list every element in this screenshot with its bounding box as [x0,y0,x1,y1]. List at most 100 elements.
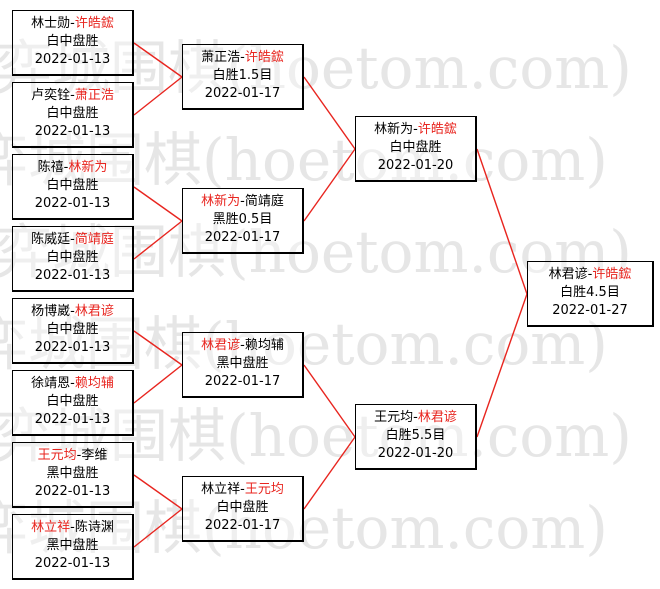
round1-match-box: 陈威廷-简靖庭白中盘胜 2022-01-13 [12,226,134,292]
player-separator: - [240,338,245,353]
player-name: 卢奕铨 [31,88,71,103]
player-name: 简靖庭 [74,232,114,247]
match-date: 2022-01-17 [204,230,281,245]
player-name: 许皓鋐 [417,122,457,137]
match-players: 卢奕铨-萧正浩 [13,87,132,105]
player-name: 王元均 [374,410,414,425]
player-name: 陈威廷 [31,232,71,247]
match-result: 黑中盘胜 [46,466,99,481]
player-name: 赖均辅 [74,376,114,391]
match-players: 陈威廷-简靖庭 [13,231,132,249]
match-result: 白中盘胜 [46,394,99,409]
player-name: 林君谚 [417,410,457,425]
connector-line [476,293,528,438]
connector-line [303,76,356,150]
connector-line [133,330,183,366]
connector-line [133,186,183,222]
player-separator: - [240,50,245,65]
match-date: 2022-01-13 [34,556,111,571]
player-name: 徐靖恩 [31,376,71,391]
match-date: 2022-01-27 [552,303,628,318]
match-date: 2022-01-20 [377,158,454,173]
match-result: 白中盘胜 [46,322,99,337]
player-name: 许皓鋐 [244,50,284,65]
player-name: 许皓鋐 [592,267,632,282]
match-players: 林士勋-许皓鋐 [13,15,132,33]
match-result: 白中盘胜 [389,140,442,155]
match-players: 徐靖恩-赖均辅 [13,375,132,393]
match-result: 黑中盘胜 [46,538,99,553]
match-players: 王元均-李维 [13,447,132,465]
match-result: 白胜4.5目 [560,285,620,300]
player-name: 王元均 [244,482,284,497]
match-date: 2022-01-17 [204,518,281,533]
match-result: 白中盘胜 [46,250,99,265]
match-result: 白中盘胜 [46,106,99,121]
match-date: 2022-01-13 [34,412,111,427]
match-date: 2022-01-13 [34,196,111,211]
player-separator: - [413,122,418,137]
player-separator: - [70,88,75,103]
match-date: 2022-01-13 [34,268,111,283]
connector-line [133,220,183,260]
player-name: 林新为 [374,122,414,137]
player-separator: - [70,304,75,319]
match-result: 黑胜0.5目 [212,212,273,227]
match-result: 白中盘胜 [46,34,99,49]
round1-match-box: 林立祥-陈诗渊黑中盘胜 2022-01-13 [12,514,134,580]
match-players: 王元均-林君谚 [356,409,475,427]
match-result: 白中盘胜 [216,500,269,515]
match-players: 林立祥-陈诗渊 [13,519,132,537]
connector-line [133,474,183,510]
connector-line [133,76,183,116]
match-date: 2022-01-13 [34,124,111,139]
player-name: 陈禧 [37,160,64,175]
player-name: 林新为 [68,160,108,175]
connector-line [303,148,356,222]
match-players: 萧正浩-许皓鋐 [183,49,302,67]
player-name: 林君谚 [548,267,588,282]
player-name: 林立祥 [31,520,71,535]
connector-line [476,148,528,295]
player-name: 林君谚 [74,304,114,319]
player-separator: - [76,448,82,463]
match-players: 陈禧-林新为 [13,159,132,177]
player-name: 陈诗渊 [74,520,114,535]
player-name: 林士勋 [31,16,71,31]
match-result: 白胜5.5目 [385,428,446,443]
connector-line [133,364,183,404]
match-players: 林新为-简靖庭 [183,193,302,211]
player-separator: - [70,376,75,391]
player-separator: - [240,194,245,209]
player-name: 林立祥 [201,482,241,497]
match-date: 2022-01-17 [204,86,281,101]
match-players: 林君谚-赖均辅 [183,337,302,355]
match-date: 2022-01-20 [377,446,454,461]
player-name: 萧正浩 [74,88,114,103]
match-result: 白胜1.5目 [212,68,273,83]
player-name: 赖均辅 [244,338,284,353]
player-name: 杨博崴 [31,304,71,319]
final-match-box: 林君谚-许皓鋐白胜4.5目 2022-01-27 [527,261,654,327]
player-name: 许皓鋐 [74,16,114,31]
player-name: 林新为 [201,194,241,209]
match-players: 林君谚-许皓鋐 [528,266,652,284]
player-separator: - [70,16,75,31]
player-name: 王元均 [37,448,77,463]
connector-line [303,364,356,438]
round2-match-box: 林新为-简靖庭黑胜0.5目 2022-01-17 [182,188,304,254]
connector-line [303,436,356,510]
player-name: 萧正浩 [201,50,241,65]
match-players: 林新为-许皓鋐 [356,121,475,139]
player-name: 李维 [81,448,108,463]
